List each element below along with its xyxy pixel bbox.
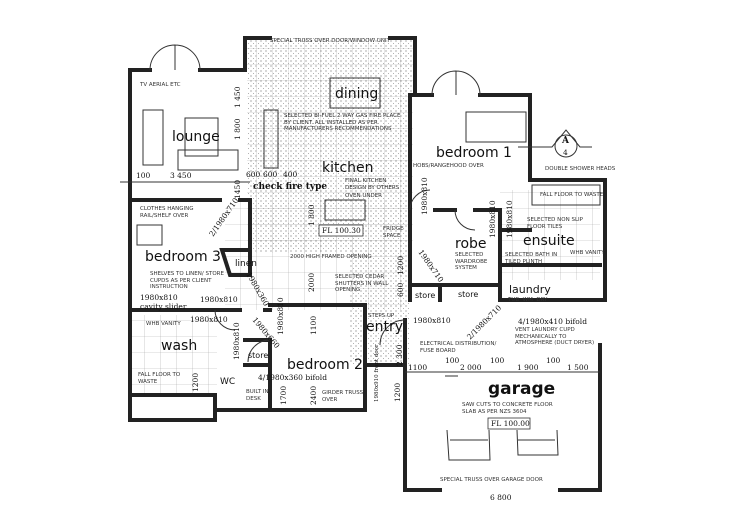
room-label-bedroom-2: bedroom 2 bbox=[287, 357, 363, 373]
walls bbox=[128, 36, 607, 492]
wash-tiles bbox=[132, 315, 217, 395]
door-wc: 1980x810 bbox=[232, 322, 241, 360]
door-garage: 2/1980x710 bbox=[465, 303, 503, 341]
dim-g1900: 1 900 bbox=[517, 363, 539, 372]
sofa bbox=[142, 109, 164, 166]
door-b3b: 1980x810 bbox=[200, 295, 238, 304]
dim-3450: 3 450 bbox=[170, 171, 192, 180]
bifold-b2: 4/1980x360 bifold bbox=[258, 373, 327, 382]
dim-g100a: 100 bbox=[445, 356, 460, 365]
note-fl-garage: FL 100.00 bbox=[491, 419, 530, 428]
room-label-linen: linen bbox=[235, 259, 257, 269]
door-wash: 1980x810 bbox=[190, 315, 228, 324]
room-label-wc: WC bbox=[220, 377, 235, 387]
front-door: 1980x910 front door bbox=[374, 344, 380, 402]
section-number: 4 bbox=[563, 148, 568, 157]
dim-k1100: 1100 bbox=[309, 316, 318, 335]
dim-g6800: 6 800 bbox=[490, 493, 512, 502]
bed-3 bbox=[136, 224, 163, 246]
door-swings bbox=[149, 44, 481, 363]
dim-600a: 600 bbox=[246, 170, 261, 179]
fl-garage-box bbox=[487, 417, 531, 430]
room-label-bedroom-1: bedroom 1 bbox=[436, 145, 512, 161]
room-label-lounge: lounge bbox=[172, 129, 220, 145]
room-label-store-2: store bbox=[415, 291, 435, 300]
dim-1800v: 1 800 bbox=[233, 118, 242, 140]
dim-400: 400 bbox=[283, 170, 298, 179]
car-right bbox=[516, 429, 559, 456]
room-label-laundry: laundry bbox=[509, 283, 551, 296]
dim-1450v: 1 450 bbox=[233, 86, 242, 108]
door-b1c: 1980x810 bbox=[505, 200, 514, 238]
dim-b2-1700: 1700 bbox=[279, 386, 288, 405]
room-label-bedroom-3: bedroom 3 bbox=[145, 249, 221, 265]
fireplace bbox=[263, 109, 279, 169]
room-label-dining: dining bbox=[335, 86, 378, 102]
door-b1b: 1980x810 bbox=[488, 200, 497, 238]
dim-e1200: 1200 bbox=[393, 383, 402, 402]
coffee-table bbox=[184, 117, 219, 157]
dining-table bbox=[329, 77, 381, 109]
room-label-ensuite: ensuite bbox=[523, 233, 575, 249]
door-b1a: 1980x810 bbox=[420, 177, 429, 215]
door-entry: 1980x810 bbox=[413, 316, 451, 325]
dim-k1800: 1 800 bbox=[307, 204, 316, 226]
section-letter: A bbox=[561, 136, 570, 146]
section-circle bbox=[554, 134, 578, 158]
entry-floor bbox=[350, 250, 410, 365]
note-check-fire: check fire type bbox=[253, 182, 327, 192]
room-label-kitchen: kitchen bbox=[322, 160, 374, 176]
furniture bbox=[120, 77, 601, 461]
dim-k1200: 1200 bbox=[396, 256, 405, 275]
note-bifold-laundry: 4/1980x410 bifold bbox=[518, 317, 587, 326]
room-label-store-3: store bbox=[458, 290, 478, 299]
dim-b2-2400: 2400 bbox=[309, 386, 318, 405]
door-b2: 1980x810 bbox=[276, 297, 285, 335]
shower bbox=[531, 184, 601, 206]
car-left bbox=[445, 375, 491, 461]
dim-e2300: 2 300 bbox=[395, 344, 404, 366]
dim-g100c: 100 bbox=[546, 356, 561, 365]
section-marker bbox=[518, 129, 592, 148]
room-label-wash: wash bbox=[161, 338, 197, 354]
door-store: 1980x710 bbox=[416, 248, 445, 284]
room-label-store-1: store bbox=[248, 351, 268, 360]
dim-100: 100 bbox=[136, 171, 151, 180]
dim-1450b: 1450 bbox=[233, 180, 242, 199]
fl-house-box bbox=[318, 224, 364, 237]
dim-g2000: 2 000 bbox=[460, 363, 482, 372]
dim-k600: 600 bbox=[396, 282, 405, 297]
sofa-bottom bbox=[177, 149, 239, 171]
dim-g1100: 1100 bbox=[408, 363, 427, 372]
kitchen-island bbox=[324, 199, 366, 221]
dim-600b: 600 bbox=[263, 170, 278, 179]
dim-w1200: 1200 bbox=[191, 373, 200, 392]
dim-g1500: 1 500 bbox=[567, 363, 589, 372]
note-fl-house: FL 100.30 bbox=[322, 226, 361, 235]
room-label-garage: garage bbox=[488, 379, 555, 399]
bed-1 bbox=[465, 111, 527, 143]
dim-g100b: 100 bbox=[490, 356, 505, 365]
dim-k2000: 2000 bbox=[307, 273, 316, 292]
room-label-entry: entry bbox=[366, 319, 403, 335]
room-label-robe: robe bbox=[455, 236, 487, 252]
